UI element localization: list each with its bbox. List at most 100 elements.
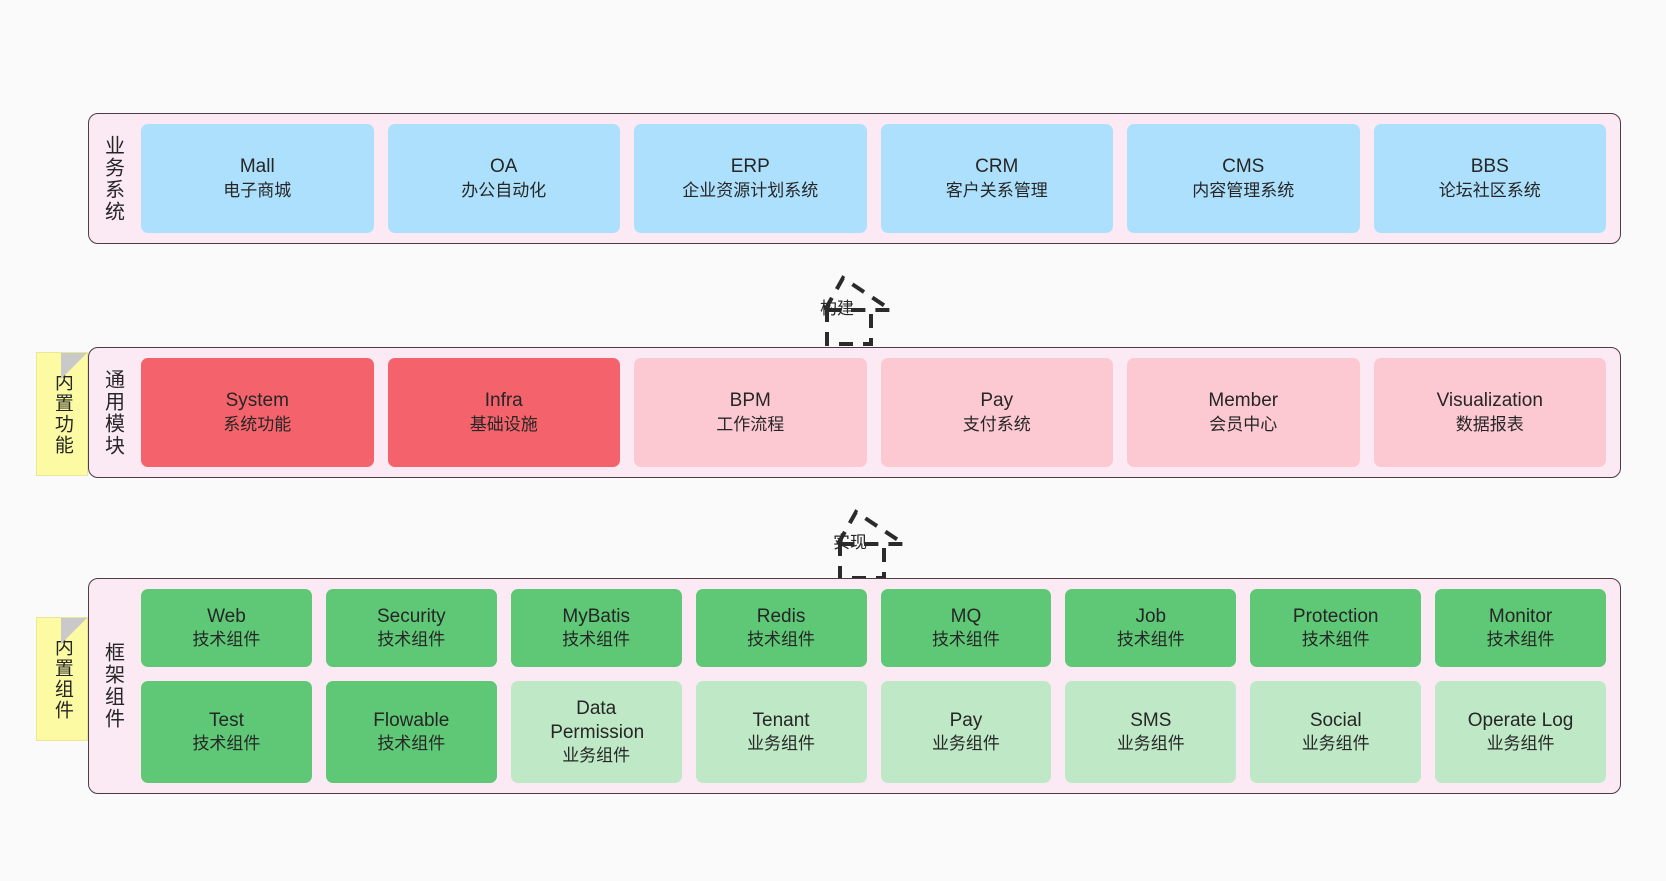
card-title: Flowable xyxy=(373,709,450,731)
card-subtitle: 技术组件 xyxy=(377,734,446,754)
card-title: Member xyxy=(1208,390,1279,412)
card-title: BBS xyxy=(1470,156,1509,178)
card-mall[interactable]: Mall 电子商城 xyxy=(141,124,374,233)
card-monitor[interactable]: Monitor 技术组件 xyxy=(1435,589,1606,667)
card-title: CRM xyxy=(975,156,1019,178)
layer-body-framework-component: Web 技术组件 Security 技术组件 MyBatis 技术组件 Redi… xyxy=(135,579,1620,793)
card-security[interactable]: Security 技术组件 xyxy=(325,589,497,667)
card-subtitle: 会员中心 xyxy=(1209,414,1278,434)
card-tenant[interactable]: Tenant 业务组件 xyxy=(695,680,867,783)
card-mq[interactable]: MQ 技术组件 xyxy=(880,589,1052,667)
card-title: Operate Log xyxy=(1467,709,1574,731)
card-title: MQ xyxy=(950,605,982,627)
card-operate-log[interactable]: Operate Log 业务组件 xyxy=(1435,680,1606,783)
card-infra[interactable]: Infra 基础设施 xyxy=(387,358,620,467)
card-title: Test xyxy=(209,709,244,731)
card-oa[interactable]: OA 办公自动化 xyxy=(387,124,620,233)
layer-business-system[interactable]: 业务系统 Mall 电子商城 OA 办公自动化 ERP 企业资源计划系统 CRM… xyxy=(88,113,1621,244)
card-title: Monitor xyxy=(1488,605,1553,627)
card-title: Pay xyxy=(949,709,983,731)
card-web[interactable]: Web 技术组件 xyxy=(141,589,312,667)
note-label: 内置功能 xyxy=(51,372,73,456)
layer-title-framework-component: 框架组件 xyxy=(101,642,124,730)
card-subtitle: 客户关系管理 xyxy=(945,180,1048,200)
connector-build-label: 构建 xyxy=(820,299,854,318)
card-social[interactable]: Social 业务组件 xyxy=(1250,680,1422,783)
card-subtitle: 基础设施 xyxy=(469,414,538,434)
card-subtitle: 技术组件 xyxy=(1116,630,1185,650)
note-label: 内置组件 xyxy=(51,637,73,721)
layer-title-business-system: 业务系统 xyxy=(101,134,124,223)
card-crm[interactable]: CRM 客户关系管理 xyxy=(880,124,1113,233)
card-visualization[interactable]: Visualization 数据报表 xyxy=(1373,358,1606,467)
card-member[interactable]: Member 会员中心 xyxy=(1127,358,1360,467)
card-subtitle: 支付系统 xyxy=(962,414,1031,434)
layer-body-common-module: System 系统功能 Infra 基础设施 BPM 工作流程 Pay 支付系统… xyxy=(135,348,1620,477)
card-subtitle: 技术组件 xyxy=(931,630,1000,650)
card-subtitle: 业务组件 xyxy=(1301,734,1370,754)
card-title: Visualization xyxy=(1436,390,1543,412)
layer-framework-component[interactable]: 框架组件 Web 技术组件 Security 技术组件 MyBatis 技术组件… xyxy=(88,578,1621,794)
card-subtitle: 技术组件 xyxy=(377,630,446,650)
card-flowable[interactable]: Flowable 技术组件 xyxy=(325,680,497,783)
card-subtitle: 办公自动化 xyxy=(461,180,547,200)
card-title: Tenant xyxy=(752,709,810,731)
card-bpm[interactable]: BPM 工作流程 xyxy=(634,358,867,467)
card-title: ERP xyxy=(730,156,770,178)
card-subtitle: 工作流程 xyxy=(716,414,785,434)
card-subtitle: 业务组件 xyxy=(562,746,631,766)
card-mybatis[interactable]: MyBatis 技术组件 xyxy=(510,589,682,667)
card-sms[interactable]: SMS 业务组件 xyxy=(1065,680,1237,783)
note-builtin-function[interactable]: 内置功能 xyxy=(36,352,88,476)
card-protection[interactable]: Protection 技术组件 xyxy=(1250,589,1422,667)
card-subtitle: 业务组件 xyxy=(747,734,816,754)
card-row: Test 技术组件 Flowable 技术组件 Data Permission … xyxy=(141,680,1606,783)
card-subtitle: 技术组件 xyxy=(747,630,816,650)
card-subtitle: 业务组件 xyxy=(1486,734,1555,754)
card-bbs[interactable]: BBS 论坛社区系统 xyxy=(1373,124,1606,233)
layer-body-business-system: Mall 电子商城 OA 办公自动化 ERP 企业资源计划系统 CRM 客户关系… xyxy=(135,114,1620,243)
card-title: Infra xyxy=(484,390,523,412)
layer-common-module[interactable]: 通用模块 System 系统功能 Infra 基础设施 BPM 工作流程 Pay… xyxy=(88,347,1621,478)
card-subtitle: 内容管理系统 xyxy=(1192,180,1295,200)
card-subtitle: 系统功能 xyxy=(223,414,292,434)
card-subtitle: 技术组件 xyxy=(192,630,261,650)
card-title: BPM xyxy=(729,390,771,412)
card-erp[interactable]: ERP 企业资源计划系统 xyxy=(634,124,867,233)
card-title: SMS xyxy=(1130,709,1172,731)
card-title: Security xyxy=(376,605,446,627)
card-title: MyBatis xyxy=(562,605,630,627)
note-builtin-component[interactable]: 内置组件 xyxy=(36,617,88,741)
card-cms[interactable]: CMS 内容管理系统 xyxy=(1127,124,1360,233)
card-title: Pay xyxy=(980,390,1014,412)
card-subtitle: 技术组件 xyxy=(1301,630,1370,650)
card-system[interactable]: System 系统功能 xyxy=(141,358,374,467)
card-subtitle: 技术组件 xyxy=(562,630,631,650)
card-pay[interactable]: Pay 支付系统 xyxy=(880,358,1113,467)
card-title: Data Permission xyxy=(550,697,645,744)
card-test[interactable]: Test 技术组件 xyxy=(141,680,312,783)
card-row: Mall 电子商城 OA 办公自动化 ERP 企业资源计划系统 CRM 客户关系… xyxy=(141,124,1606,233)
layer-title-common-module: 通用模块 xyxy=(101,368,124,457)
card-subtitle: 企业资源计划系统 xyxy=(682,180,819,200)
card-data-permission[interactable]: Data Permission 业务组件 xyxy=(510,680,682,783)
card-title: Protection xyxy=(1292,605,1379,627)
card-title: System xyxy=(225,390,289,412)
card-subtitle: 论坛社区系统 xyxy=(1438,180,1541,200)
card-title: Mall xyxy=(239,156,275,178)
card-title: Job xyxy=(1135,605,1167,627)
card-row: System 系统功能 Infra 基础设施 BPM 工作流程 Pay 支付系统… xyxy=(141,358,1606,467)
card-subtitle: 电子商城 xyxy=(223,180,292,200)
card-title: Web xyxy=(207,605,246,627)
card-subtitle: 业务组件 xyxy=(1116,734,1185,754)
card-title: OA xyxy=(490,156,518,178)
card-subtitle: 技术组件 xyxy=(192,734,261,754)
card-title: Social xyxy=(1309,709,1362,731)
card-subtitle: 技术组件 xyxy=(1486,630,1555,650)
card-subtitle: 数据报表 xyxy=(1455,414,1524,434)
card-pay-business[interactable]: Pay 业务组件 xyxy=(880,680,1052,783)
card-row: Web 技术组件 Security 技术组件 MyBatis 技术组件 Redi… xyxy=(141,589,1606,667)
card-job[interactable]: Job 技术组件 xyxy=(1065,589,1237,667)
card-redis[interactable]: Redis 技术组件 xyxy=(695,589,867,667)
